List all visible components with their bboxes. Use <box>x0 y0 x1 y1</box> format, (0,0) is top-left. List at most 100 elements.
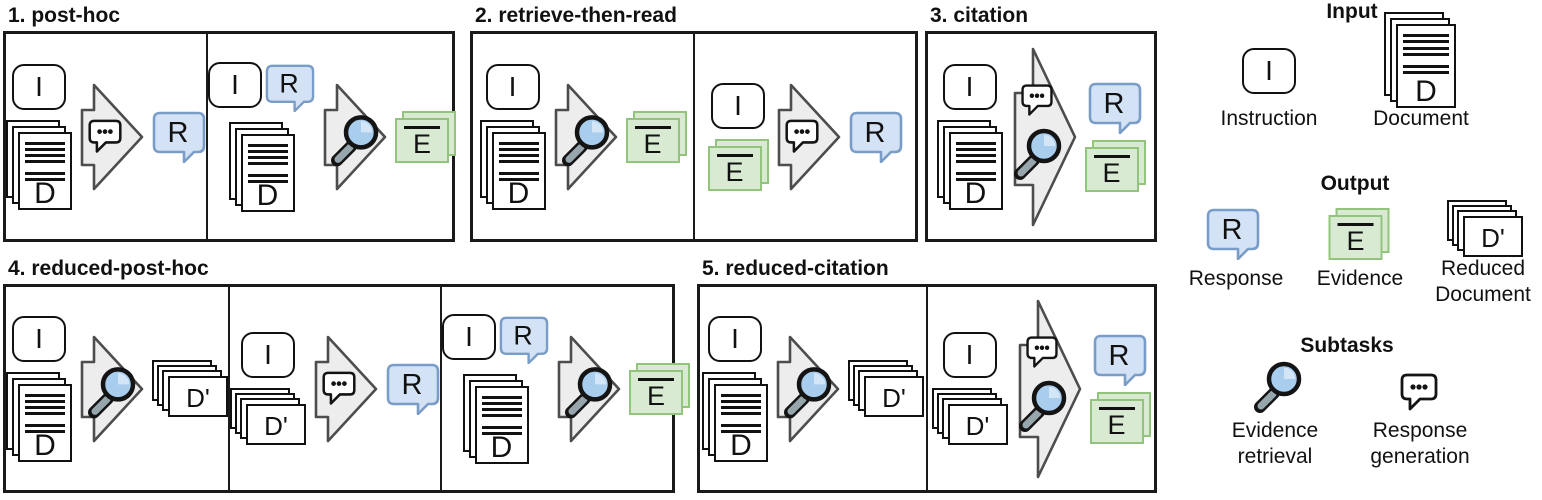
legend-evidence-slot: E <box>1328 208 1390 260</box>
document-text-line <box>721 399 761 403</box>
instruction-icon: I <box>1242 48 1296 94</box>
reduced-document-letter: D' <box>186 382 210 413</box>
evidence-cards-icon: E <box>629 362 690 415</box>
reduced-document-letter: D' <box>965 410 990 441</box>
document-text-line <box>481 414 522 418</box>
document-text-line <box>25 172 65 176</box>
document-text-lines <box>494 134 544 182</box>
reduced-document-letter: D' <box>882 382 906 413</box>
document-stack-icon: D <box>479 119 546 210</box>
subtask-response-generation <box>321 370 357 411</box>
step-outputs: E <box>629 362 690 415</box>
instruction-icon: I <box>485 63 540 110</box>
legend-response-label: Response <box>1188 267 1284 290</box>
legend-output-heading: Output <box>1320 172 1390 195</box>
instruction-letter: I <box>965 339 974 370</box>
subtask-evidence-retrieval <box>559 111 611 172</box>
document-text-line <box>721 424 761 428</box>
panel-title: 3. citation <box>930 4 1029 27</box>
process-arrow <box>80 83 144 191</box>
legend-evidence-retrieval-label: Evidence retrieval <box>1231 419 1319 468</box>
document-text-line <box>498 154 539 158</box>
panel-title: 2. retrieve-then-read <box>475 4 677 27</box>
evidence-letter: E <box>643 128 662 159</box>
legend-instruction-label: Instruction <box>1220 107 1318 130</box>
document-stack-icon: D <box>1384 12 1458 108</box>
document-text-line <box>247 180 288 184</box>
document-text-line <box>721 412 761 416</box>
document-stack-icon: D <box>702 371 768 462</box>
instruction-icon: I <box>442 313 496 360</box>
subtask-response-generation <box>784 118 820 159</box>
response-bubble-icon: R <box>849 111 902 163</box>
magnifier-icon <box>561 114 609 166</box>
reduced-document-card: D' <box>1463 216 1523 257</box>
document-text-line <box>247 162 288 166</box>
document-page: D <box>474 385 529 464</box>
evidence-card-front: E <box>707 145 762 191</box>
legend-response-slot: R <box>1206 208 1260 265</box>
speech-dots-icon <box>88 119 122 153</box>
step-outputs: R <box>849 111 903 163</box>
document-letter: D <box>1415 75 1437 108</box>
document-letter: D <box>490 430 513 464</box>
evidence-cards-icon: E <box>625 110 687 163</box>
legend-evidence-retrieval-slot <box>1251 358 1303 419</box>
process-arrow <box>80 335 144 443</box>
response-letter: R <box>1104 88 1125 120</box>
step-input-row: I <box>12 315 66 362</box>
step-input-row: I <box>942 63 997 110</box>
step-outputs: R <box>152 111 206 163</box>
subtask-response-generation <box>87 118 123 159</box>
legend-evidence-label: Evidence <box>1316 267 1404 290</box>
step-input-row: I <box>241 332 295 378</box>
evidence-card-front: E <box>1084 146 1139 192</box>
subtask-response-generation <box>1025 335 1059 374</box>
document-letter: D <box>256 178 279 212</box>
document-text-line <box>1403 52 1449 56</box>
document-text-line <box>1403 46 1449 50</box>
document-text-line <box>498 178 539 182</box>
document-text-line <box>1403 34 1449 38</box>
subtask-evidence-retrieval <box>1016 377 1068 438</box>
document-text-line <box>481 432 522 436</box>
speech-dots-icon <box>1025 335 1058 368</box>
process-arrow <box>314 335 378 443</box>
response-letter: R <box>168 117 189 149</box>
response-bubble-icon: R <box>152 111 206 163</box>
evidence-letter: E <box>1346 226 1365 256</box>
evidence-overline <box>716 153 753 157</box>
response-letter: R <box>864 117 885 149</box>
document-page: D <box>1396 24 1456 108</box>
response-bubble-icon: R <box>386 363 440 415</box>
document-text-line <box>247 174 288 178</box>
instruction-icon: I <box>942 63 997 110</box>
legend-instruction-slot: I <box>1242 48 1296 94</box>
document-text-line <box>1403 70 1449 74</box>
reduced-document-letter: D' <box>264 410 288 441</box>
response-bubble-icon: R <box>265 64 315 112</box>
document-letter: D <box>34 428 56 462</box>
evidence-card-front: E <box>1328 215 1383 260</box>
instruction-letter: I <box>731 322 739 354</box>
step-input-row: I <box>12 63 66 110</box>
document-text-lines <box>243 136 293 184</box>
instruction-letter: I <box>264 339 272 370</box>
reduced-document-card: D' <box>947 404 1008 445</box>
document-text-line <box>25 430 65 434</box>
document-stack-icon: D <box>462 373 529 464</box>
document-stack-icon: D <box>6 119 72 210</box>
legend-reduced-document-label: Reduced Document <box>1435 257 1531 306</box>
document-text-line <box>25 412 65 416</box>
legend-subtasks-heading: Subtasks <box>1300 334 1394 357</box>
instruction-letter: I <box>1265 55 1273 86</box>
